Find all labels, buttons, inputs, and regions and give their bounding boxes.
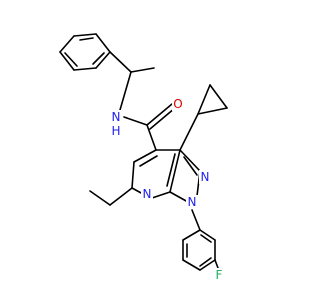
bond-line: [79, 37, 94, 41]
bond-line: [179, 113, 199, 151]
bond-line: [179, 149, 201, 172]
bond-line: [209, 84, 228, 109]
bond-line: [182, 259, 201, 271]
atom-fluorine: F: [213, 268, 225, 282]
bond-line: [146, 124, 157, 151]
bond-line: [119, 71, 132, 111]
atom-label-amide-n: N: [112, 110, 121, 124]
atom-label-fluorine: F: [216, 268, 223, 282]
atom-label-pyrazole-n2: N: [201, 170, 210, 184]
bond-line: [191, 209, 201, 231]
bond-line: [95, 51, 111, 69]
atom-pyridine-n: N: [141, 187, 153, 201]
atom-label-pyrazole-n1: N: [188, 195, 197, 209]
bond-line: [59, 35, 75, 53]
bond-line: [92, 52, 105, 65]
bond-line: [73, 33, 97, 37]
atom-label-pyridine-n: N: [143, 187, 152, 201]
bond-line: [73, 67, 97, 71]
bond-line: [166, 153, 176, 187]
bond-group: [59, 33, 228, 271]
bond-line: [199, 257, 212, 267]
molecule-structure: O N H N N N F: [59, 33, 228, 282]
bond-line: [133, 149, 157, 163]
bond-line: [64, 52, 78, 67]
bond-line: [197, 107, 228, 115]
bond-line: [182, 229, 201, 241]
bond-line: [200, 234, 212, 243]
bond-line: [199, 229, 216, 241]
bond-line: [151, 191, 171, 199]
atom-pyrazole-n1: N: [186, 195, 198, 209]
bond-line: [139, 155, 158, 167]
bond-line: [169, 149, 181, 193]
bond-line: [130, 67, 155, 73]
atom-label-amide-h: H: [111, 124, 120, 138]
bond-line: [146, 103, 173, 126]
bond-line: [109, 187, 133, 206]
bond-line: [109, 51, 132, 73]
bond-line: [183, 156, 198, 176]
atom-amide-o: O: [172, 97, 184, 111]
bond-line: [214, 259, 219, 269]
bond-line: [59, 51, 75, 71]
bond-line: [199, 259, 216, 271]
bond-line: [169, 191, 189, 203]
bond-line: [123, 116, 148, 126]
bond-line: [131, 161, 135, 189]
bond-line: [197, 84, 211, 115]
atom-label-group: O N H N N N F: [110, 97, 225, 282]
atom-amide-nh: N H: [110, 110, 122, 138]
bond-line: [89, 190, 111, 206]
bond-line: [149, 107, 176, 130]
atom-pyrazole-n2: N: [199, 170, 211, 184]
bond-line: [95, 33, 111, 53]
atom-label-amide-o: O: [173, 97, 182, 111]
